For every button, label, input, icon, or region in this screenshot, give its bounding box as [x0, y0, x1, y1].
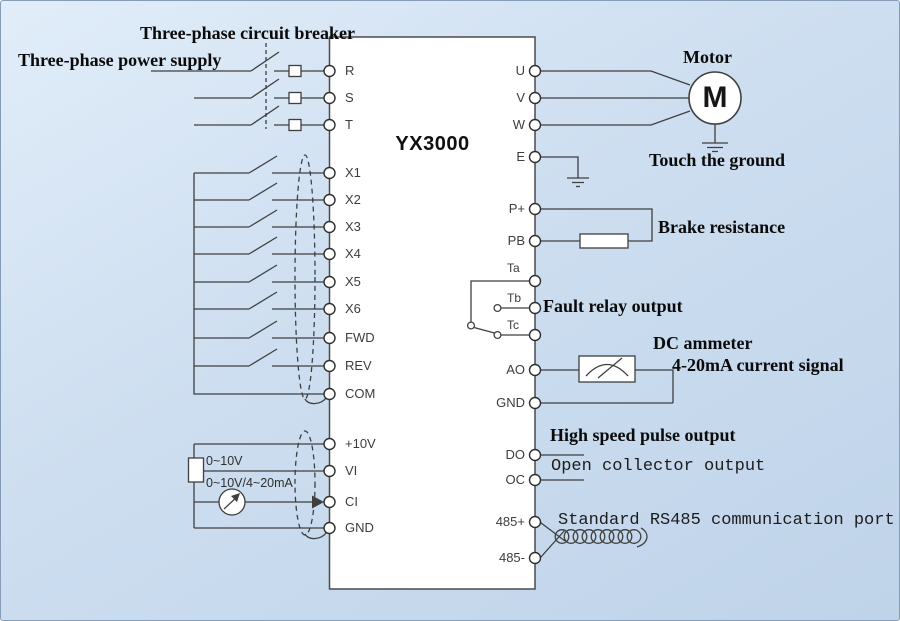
terminal-label-e: E	[516, 149, 525, 164]
inverter-box	[328, 36, 536, 590]
relay-pivot-contact	[466, 321, 476, 330]
digital-input-wiring	[193, 154, 328, 405]
terminal-label-x5: X5	[345, 274, 361, 289]
terminal-label-rev: REV	[345, 358, 372, 373]
terminal-label-ao: AO	[506, 362, 525, 377]
label-high-speed-pulse-output: High speed pulse output	[550, 425, 736, 445]
fuse-symbol	[288, 64, 302, 78]
potentiometer-symbol	[187, 457, 205, 483]
terminal-label-ci: CI	[345, 494, 358, 509]
device-model-label: YX3000	[395, 133, 470, 155]
shielded-cable-symbol	[294, 154, 316, 400]
terminal-label-gnd-left: GND	[345, 520, 374, 535]
label-three-phase-power-supply: Three-phase power supply	[18, 50, 222, 70]
motor-letter: M	[702, 81, 728, 114]
terminal-label-gnd-right: GND	[496, 395, 525, 410]
shield-to-gnd-hook	[304, 531, 328, 540]
terminal-label-x6: X6	[345, 301, 361, 316]
motor-wiring	[540, 70, 742, 153]
earth-wiring	[540, 156, 589, 188]
rs485-wiring	[540, 521, 648, 558]
relay-tb-contact	[493, 303, 502, 313]
terminal-label-t: T	[345, 117, 353, 132]
terminal-label-u: U	[515, 63, 525, 78]
power-input-wiring	[151, 43, 324, 132]
label-touch-the-ground: Touch the ground	[649, 150, 786, 170]
ground-symbol	[540, 156, 589, 188]
terminal-label-485-plus: 485+	[495, 514, 525, 529]
terminal-label-485-minus: 485-	[498, 550, 525, 565]
ammeter-wiring	[540, 355, 674, 404]
label-analog-voltage-range: 0~10V	[206, 454, 243, 468]
ci-input-arrowhead	[312, 495, 324, 509]
label-analog-vma-range: 0~10V/4~20mA	[206, 476, 293, 490]
analog-input-wiring	[187, 430, 328, 540]
terminal-label-vi: VI	[345, 463, 358, 478]
fuse-symbol	[288, 91, 302, 105]
label-motor: Motor	[683, 47, 732, 67]
pulse-output-stubs	[540, 454, 584, 481]
brake-resistor-symbol	[579, 233, 629, 249]
terminal-label-x4: X4	[345, 246, 361, 261]
relay-wiring	[466, 280, 541, 340]
dc-ammeter-symbol	[578, 355, 636, 383]
terminal-label-oc: OC	[505, 472, 526, 487]
relay-tc-contact	[493, 330, 502, 340]
shield-to-com-hook	[304, 396, 328, 405]
terminal-label-w: W	[512, 117, 525, 132]
shielded-cable-symbol	[294, 430, 316, 536]
label-fault-relay-output: Fault relay output	[543, 296, 683, 316]
fuse-symbol	[288, 118, 302, 132]
terminal-label-x3: X3	[345, 219, 361, 234]
label-4-20ma-current-signal: 4-20mA current signal	[672, 355, 844, 375]
label-three-phase-circuit-breaker: Three-phase circuit breaker	[140, 23, 355, 43]
terminal-label-com: COM	[345, 386, 376, 401]
terminal-label-r: R	[345, 63, 355, 78]
label-brake-resistance: Brake resistance	[658, 217, 786, 237]
terminal-label-fwd: FWD	[345, 330, 375, 345]
terminal-label-ta: Ta	[507, 261, 520, 275]
label-rs485-port: Standard RS485 communication port	[558, 511, 895, 530]
label-open-collector-output: Open collector output	[551, 457, 766, 476]
motor-ground-symbol	[702, 124, 728, 153]
brake-wiring	[540, 208, 653, 249]
terminal-label-pb: PB	[507, 233, 525, 248]
terminal-label-do: DO	[505, 447, 526, 462]
twisted-pair-end	[636, 527, 648, 548]
terminal-label-tc: Tc	[507, 318, 519, 332]
terminal-label-v: V	[516, 90, 525, 105]
terminal-label-x1: X1	[345, 165, 361, 180]
terminal-label-tb: Tb	[507, 291, 522, 305]
terminal-label-10v: +10V	[345, 436, 376, 451]
needle-arrowhead	[231, 493, 240, 502]
terminal-label-x2: X2	[345, 192, 361, 207]
label-dc-ammeter: DC ammeter	[653, 333, 753, 353]
terminal-label-p-plus: P+	[508, 201, 525, 216]
terminal-circles	[323, 64, 542, 565]
terminal-label-s: S	[345, 90, 354, 105]
